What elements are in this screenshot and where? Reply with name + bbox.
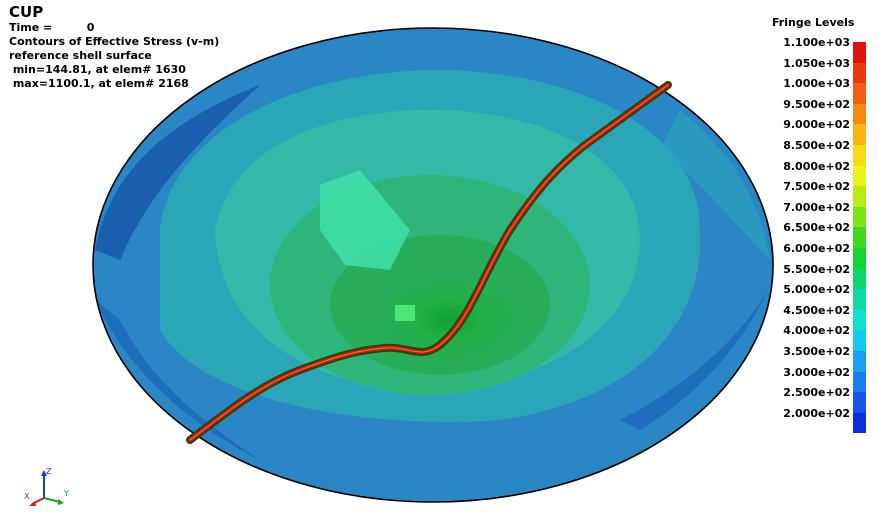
model-title: CUP	[9, 3, 44, 21]
fringe-legend: Fringe Levels 1.100e+03 1.050e+03 1.000e+0…	[770, 16, 876, 434]
legend-level-label: 8.500e+02	[783, 139, 850, 152]
legend-color-swatch	[853, 165, 866, 187]
legend-level-label: 5.500e+02	[783, 262, 850, 276]
legend-color-swatch	[853, 206, 866, 228]
legend-color-swatch	[853, 412, 866, 434]
legend-color-swatch	[853, 330, 866, 351]
dome-core	[380, 275, 520, 365]
legend-level-label: 5.000e+02	[783, 283, 850, 297]
legend-title: Fringe Levels	[772, 16, 855, 29]
legend-level-label: 7.000e+02	[783, 200, 850, 214]
dark-edge-region	[95, 85, 260, 260]
surface-label: reference shell surface	[9, 49, 152, 62]
legend-color-swatch	[853, 351, 866, 372]
legend-color-swatch	[853, 83, 866, 104]
legend-color-swatch	[853, 103, 866, 125]
legend-level-label: 9.500e+02	[783, 97, 850, 111]
cup-model	[93, 28, 773, 502]
dark-edge-region	[620, 290, 768, 430]
legend-level-label: 1.000e+03	[783, 77, 850, 91]
legend-level-label: 3.000e+02	[783, 365, 850, 379]
time-label: Time = 0	[9, 21, 95, 34]
legend-color-swatch	[853, 371, 866, 393]
axis-triad: Z X Y	[24, 467, 69, 506]
legend-color-swatch	[853, 62, 866, 84]
legend-color-swatch	[853, 268, 866, 290]
hot-spot	[395, 305, 415, 321]
cup-outline	[92, 27, 774, 503]
dark-edge-region	[96, 300, 260, 460]
legend-color-swatch	[853, 248, 866, 269]
legend-color-swatch	[853, 392, 866, 413]
y-label: Y	[63, 489, 69, 498]
contour-label: Contours of Effective Stress (v-m)	[9, 35, 220, 48]
min-label: min=144.81, at elem# 1630	[9, 63, 186, 76]
legend-color-swatch	[853, 186, 866, 207]
legend-level-label: 2.500e+02	[783, 386, 850, 400]
legend-level-label: 9.000e+02	[783, 118, 850, 132]
x-label: X	[24, 492, 30, 501]
legend-color-swatch	[853, 227, 866, 248]
legend-level-label: 4.500e+02	[783, 303, 850, 317]
legend-level-label: 6.000e+02	[783, 242, 850, 255]
legend-level-label: 1.050e+03	[783, 56, 850, 70]
legend-color-swatch	[853, 124, 866, 145]
legend-level-label: 7.500e+02	[783, 180, 850, 194]
y-axis-icon	[43, 497, 61, 503]
legend-level-label: 6.500e+02	[783, 221, 850, 235]
legend-color-swatch	[853, 309, 866, 331]
legend-level-label: 4.000e+02	[783, 324, 850, 338]
legend-level-label: 2.000e+02	[783, 406, 850, 420]
legend-color-swatch	[853, 145, 866, 166]
weld-seam	[186, 81, 672, 444]
legend-level-label: 8.000e+02	[783, 159, 850, 173]
hot-spot	[320, 170, 410, 270]
legend-level-label: 1.100e+03	[783, 36, 850, 49]
z-label: Z	[46, 467, 52, 476]
edge-region	[660, 110, 770, 260]
plot-header: CUP Time = 0 Contours of Effective Stres…	[9, 4, 219, 91]
max-label: max=1100.1, at elem# 2168	[9, 77, 189, 90]
legend-color-swatch	[853, 289, 866, 310]
legend-level-label: 3.500e+02	[783, 345, 850, 358]
legend-color-swatch	[853, 42, 866, 63]
